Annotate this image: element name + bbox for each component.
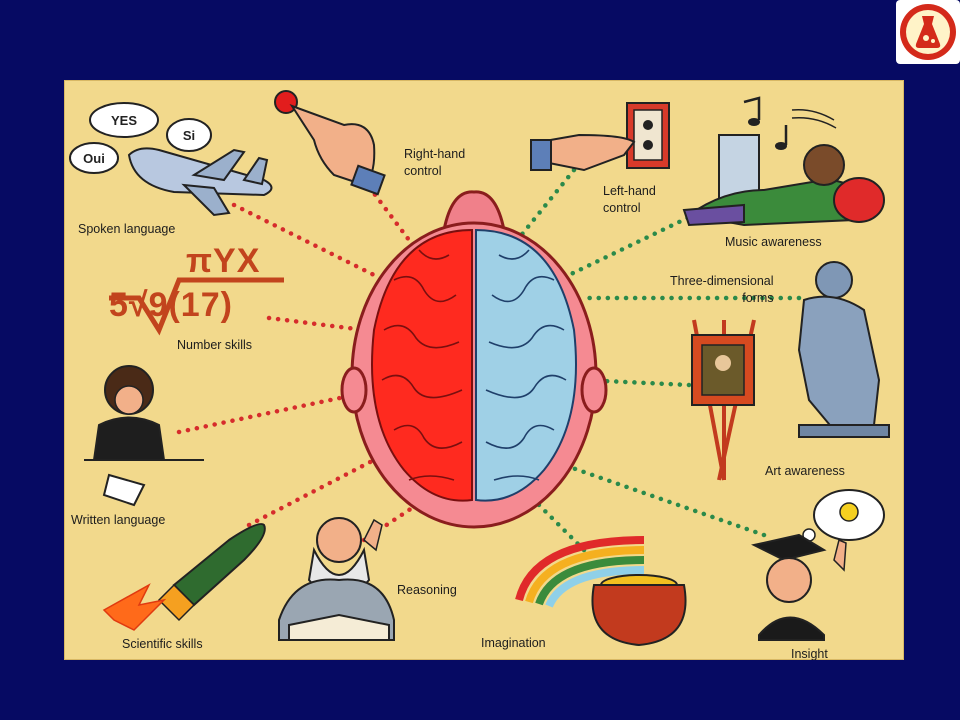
bubble-yes: YES — [111, 113, 137, 128]
label-reasoning: Reasoning — [397, 583, 457, 597]
right-hand-illustration — [274, 90, 386, 196]
brain-functions-poster: YES Si Oui — [64, 80, 904, 660]
right-hemisphere — [475, 228, 577, 502]
label-right-hand-control: Right-hand control — [404, 147, 466, 178]
brain-illustration — [340, 190, 608, 529]
label-number-skills: Number skills — [177, 338, 253, 352]
rocket-illustration — [102, 523, 266, 631]
reasoning-illustration — [278, 517, 395, 641]
left-hemisphere — [371, 228, 473, 502]
poster-illustration: YES Si Oui — [69, 90, 890, 647]
connector-left-hand — [516, 167, 577, 241]
logo-emblem — [896, 0, 960, 64]
label-imagination: Imagination — [481, 636, 546, 650]
art-easel-illustration — [691, 319, 756, 481]
math-bottom: 5√9(17) — [109, 286, 233, 324]
thinker-statue-illustration — [797, 261, 890, 438]
left-hand-illustration — [530, 102, 670, 172]
label-spoken-language: Spoken language — [78, 222, 176, 236]
label-music-awareness: Music awareness — [725, 235, 822, 249]
music-illustration — [682, 96, 885, 227]
connector-right-hand — [361, 177, 412, 243]
connector-lines — [176, 167, 802, 553]
connector-music — [566, 207, 707, 278]
label-written-language: Written language — [71, 513, 166, 527]
spoken-language-illustration: YES Si Oui — [69, 102, 273, 217]
label-left-hand-control: Left-hand control — [603, 184, 656, 215]
imagination-illustration — [515, 536, 687, 647]
insight-illustration — [751, 489, 885, 641]
label-scientific-skills: Scientific skills — [122, 637, 203, 651]
connector-art — [581, 377, 692, 388]
label-art-awareness: Art awareness — [765, 464, 845, 478]
connector-imagination — [531, 497, 587, 553]
bubble-si: Si — [183, 128, 195, 143]
bubble-oui: Oui — [83, 151, 105, 166]
flask-emblem-icon — [900, 4, 956, 60]
label-three-dimensional-forms: Three-dimensional forms — [670, 274, 774, 305]
connector-spoken-language — [231, 202, 377, 278]
connector-written-language — [176, 392, 357, 435]
connector-number-skills — [266, 315, 367, 333]
connector-reasoning — [361, 497, 427, 543]
connector-scientific — [246, 457, 377, 528]
connector-insight — [561, 462, 767, 538]
label-insight: Insight — [791, 647, 828, 660]
number-skills-illustration — [109, 277, 284, 336]
math-top: πYX — [186, 242, 261, 280]
written-language-illustration — [84, 365, 204, 507]
